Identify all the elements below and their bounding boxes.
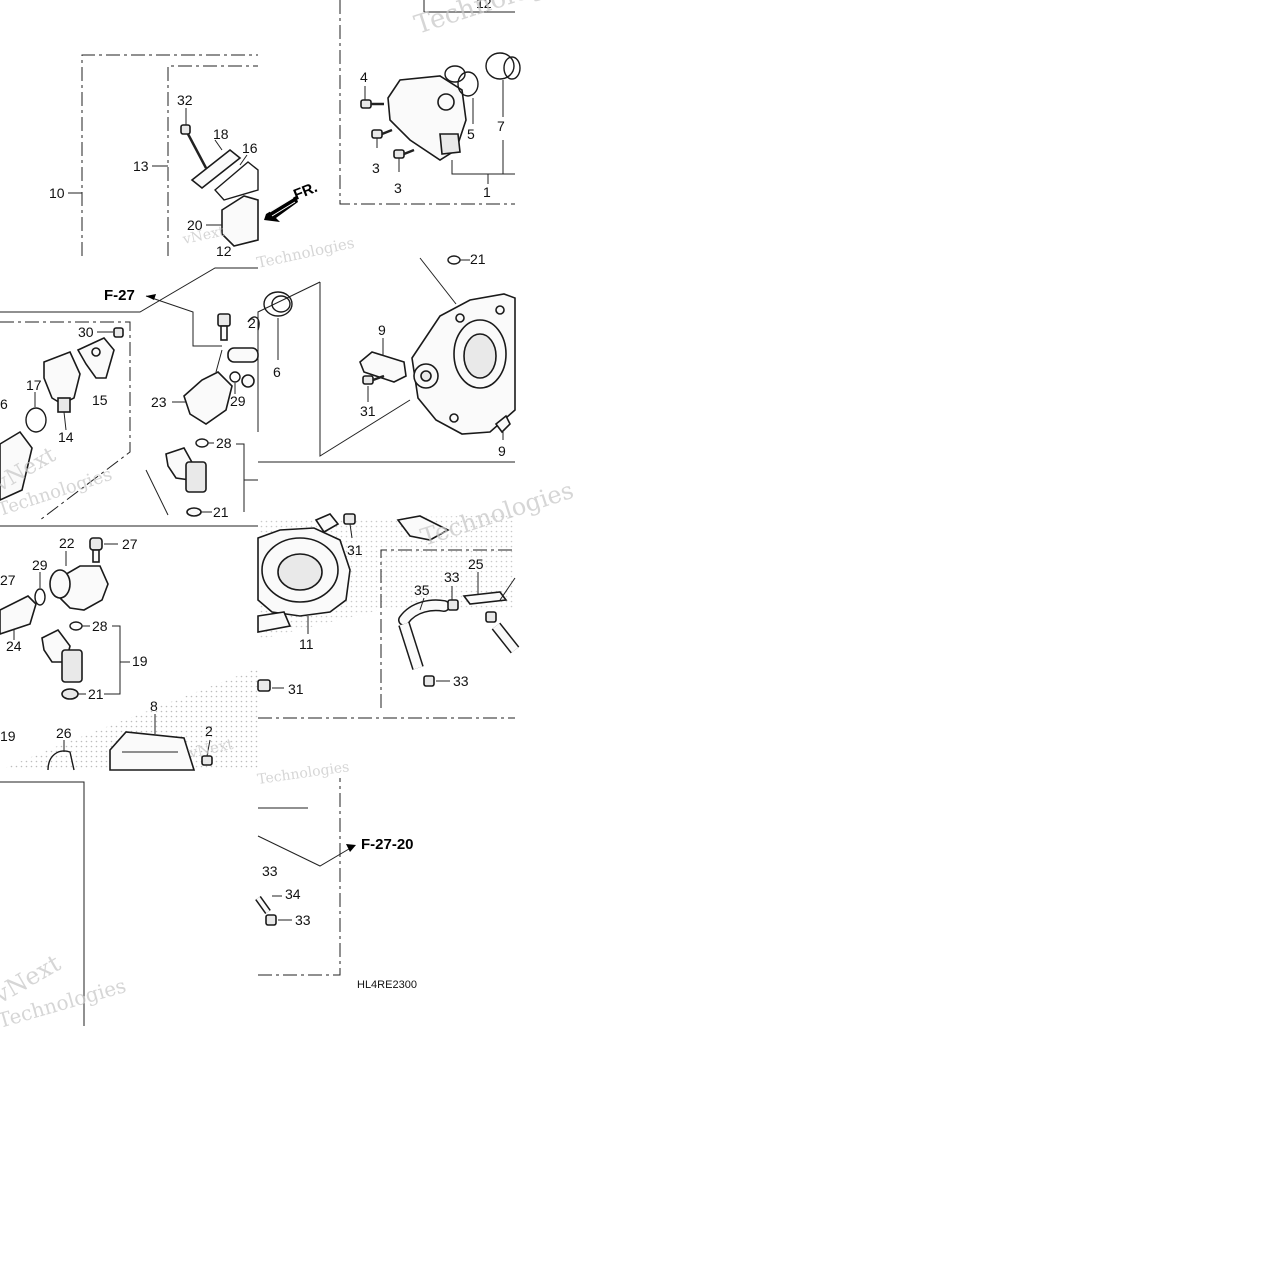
callout-9: 9 [498,443,506,459]
tile-top-right: 12 4 5 7 3 3 1 [339,0,521,205]
callout-28: 28 [216,435,232,451]
o-ring [263,291,293,317]
ref-f-27: F-27 [104,287,135,304]
callout-3: 3 [394,180,402,196]
cover [109,731,196,771]
callout-21: 21 [88,686,104,702]
callout-24: 24 [6,638,22,654]
front-arrow-icon [264,196,298,222]
watermark: Technologies [255,234,356,272]
callout-21: 21 [213,504,229,520]
sensor [43,350,81,405]
o-ring [457,71,479,97]
bracket [76,337,115,379]
callout-29: 29 [32,557,48,573]
bolt [360,99,384,109]
diagram-code: HL4RE2300 [357,979,417,991]
tile-bottom-right: F-27-20 33 34 33 HL4RE2300 [255,778,417,991]
callout-11: 11 [299,636,314,652]
callout-34: 34 [285,886,301,902]
callout-33: 33 [262,863,278,879]
callout-19: 19 [0,728,16,744]
gasket [213,161,259,201]
callout-23: 23 [151,394,167,410]
hose-joint [462,591,508,605]
callout-20: 20 [187,217,203,233]
callout-16: 16 [242,140,258,156]
callout-31: 31 [360,403,376,419]
fuel-joint [0,595,37,635]
callout-31: 31 [347,542,363,558]
callout-25: 25 [468,556,484,572]
tile-lower-right: 31 25 33 35 11 31 33 [257,513,520,719]
o-ring [444,65,466,83]
idle-control-body [221,195,259,247]
callout-3: 3 [372,160,380,176]
o-ring [485,52,515,80]
callout-12: 12 [216,243,232,259]
plate [359,351,407,383]
tile-middle-right: 21 6 9 31 9 [257,251,516,463]
callout-10: 10 [49,185,65,201]
callout-7: 7 [497,118,505,134]
tile-middle-left: F-27 [0,267,260,521]
callout-33: 33 [295,912,311,928]
bolt [180,108,208,169]
callout-6: 6 [0,396,8,412]
ref-f-27-20: F-27-20 [361,836,414,853]
pipe [227,347,259,363]
callout-6: 6 [273,364,281,380]
callout-2: 2 [248,315,256,331]
callout-5: 5 [467,126,475,142]
callout-14: 14 [58,429,74,445]
hose-clamp [447,599,459,611]
front-label: FR. [291,179,320,204]
callout-31: 31 [288,681,304,697]
screw [113,327,124,338]
callout-13: 13 [133,158,149,174]
callout-33: 33 [444,569,460,585]
watermark: Technologies [411,0,584,41]
callout-21: 21 [470,251,486,267]
callout-18: 18 [213,126,229,142]
callout-17: 17 [26,377,42,393]
pipe-joint [183,371,233,425]
watermarks: Technologies vNext Technologies vNext Te… [0,0,584,1033]
bolt [343,513,356,539]
o-ring [25,407,47,433]
callout-4: 4 [360,69,368,85]
callout-27: 27 [122,536,138,552]
callout-27: 27 [0,572,16,588]
bolt [257,679,271,692]
callout-22: 22 [59,535,75,551]
callout-35: 35 [414,582,430,598]
gasket-plate [190,148,242,190]
callout-19: 19 [132,653,148,669]
callout-28: 28 [92,618,108,634]
o-ring [503,56,521,80]
callout-12: 12 [476,0,492,11]
bolt [89,537,103,563]
tile-bottom-left [0,781,85,1026]
bolt [393,148,415,159]
tile-top-left: FR. 32 18 16 13 10 20 12 [49,54,320,259]
callout-29: 29 [230,393,246,409]
bolt [371,128,393,139]
callout-30: 30 [78,324,94,340]
housing [0,430,33,501]
callout-15: 15 [92,392,108,408]
callout-9: 9 [378,322,386,338]
bolt [362,374,385,385]
callout-2: 2 [205,723,213,739]
callout-1: 1 [483,184,491,200]
callout-33: 33 [453,673,469,689]
callout-32: 32 [177,92,193,108]
tile-lower-left: 22 27 29 27 28 24 19 21 8 2 19 26 [0,535,213,771]
bolt [217,313,231,341]
watermark: Technologies [256,759,350,788]
callout-8: 8 [150,698,158,714]
callout-26: 26 [56,725,72,741]
